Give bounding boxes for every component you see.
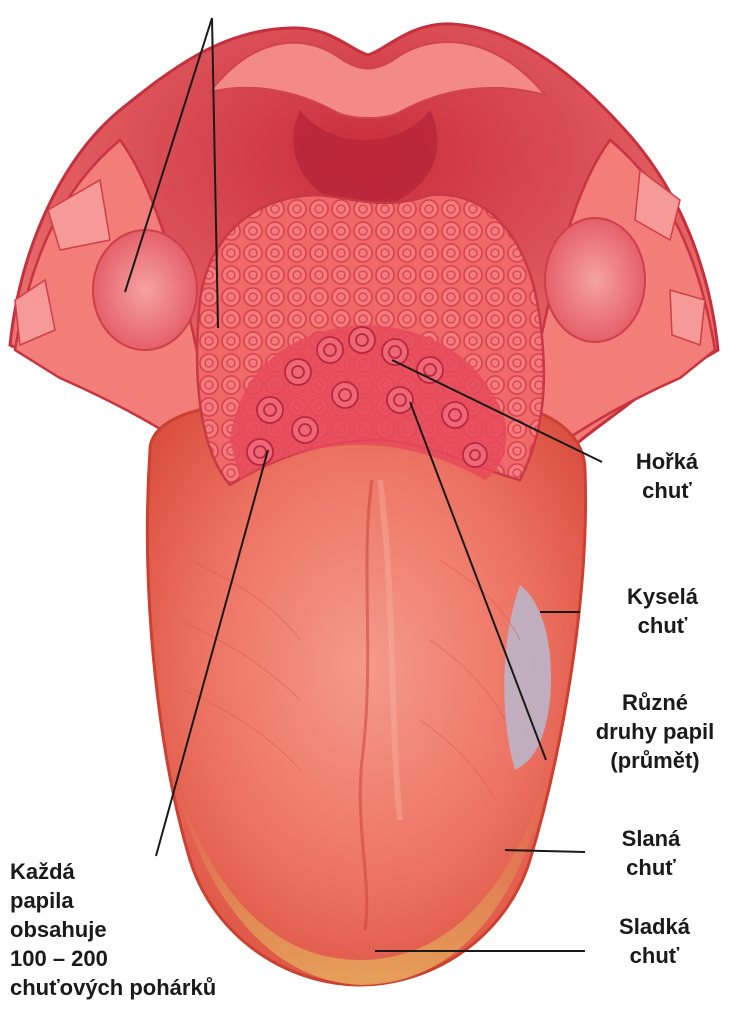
label-salty-line2: chuť	[592, 853, 710, 882]
label-papillae-line2: druhy papil	[580, 717, 730, 746]
left-tonsil	[93, 230, 197, 350]
right-tonsil	[545, 218, 645, 342]
label-each-papilla-line5: chuťových pohárků	[10, 973, 216, 1002]
label-papillae-line1: Různé	[580, 688, 730, 717]
label-bitter-line2: chuť	[612, 476, 722, 505]
label-each-papilla-line3: obsahuje	[10, 915, 216, 944]
label-each-papilla-line4: 100 – 200	[10, 944, 216, 973]
label-bitter-taste: Hořká chuť	[612, 447, 722, 505]
label-sweet-line1: Sladká	[592, 912, 717, 941]
label-salty-taste: Slaná chuť	[592, 824, 710, 882]
label-sour-line2: chuť	[600, 611, 725, 640]
label-salty-line1: Slaná	[592, 824, 710, 853]
label-papillae-types: Různé druhy papil (průmět)	[580, 688, 730, 775]
label-sweet-line2: chuť	[592, 941, 717, 970]
label-bitter-line1: Hořká	[612, 447, 722, 476]
label-each-papilla: Každá papila obsahuje 100 – 200 chuťovýc…	[10, 857, 216, 1002]
label-each-papilla-line2: papila	[10, 886, 216, 915]
label-each-papilla-line1: Každá	[10, 857, 216, 886]
label-sour-taste: Kyselá chuť	[600, 582, 725, 640]
label-sweet-taste: Sladká chuť	[592, 912, 717, 970]
label-sour-line1: Kyselá	[600, 582, 725, 611]
label-papillae-line3: (průmět)	[580, 746, 730, 775]
